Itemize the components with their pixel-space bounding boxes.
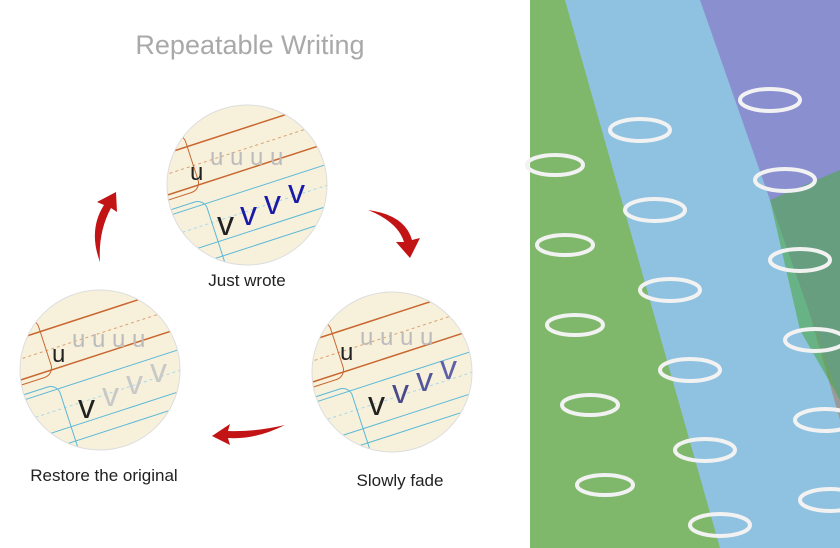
svg-text:v: v bbox=[416, 361, 433, 399]
svg-text:u u u u: u u u u bbox=[360, 324, 433, 351]
svg-text:v: v bbox=[150, 352, 167, 390]
svg-text:u: u bbox=[52, 341, 65, 368]
svg-text:v: v bbox=[217, 205, 234, 243]
stage-restore-circle: u u u u u v v v v bbox=[20, 290, 180, 450]
stage-label-just-wrote: Just wrote bbox=[208, 271, 286, 290]
svg-text:v: v bbox=[440, 349, 457, 387]
stage-label-slowly-fade: Slowly fade bbox=[356, 471, 444, 490]
svg-text:v: v bbox=[102, 376, 119, 414]
svg-text:v: v bbox=[264, 184, 281, 222]
svg-text:u: u bbox=[190, 159, 203, 186]
spiral-notebooks-photo bbox=[525, 0, 840, 548]
svg-text:v: v bbox=[78, 388, 95, 426]
svg-text:u: u bbox=[340, 339, 353, 366]
svg-text:v: v bbox=[392, 373, 409, 411]
svg-text:v: v bbox=[126, 364, 143, 402]
svg-text:u u u u: u u u u bbox=[210, 144, 283, 171]
page-title: Repeatable Writing bbox=[135, 30, 365, 60]
stage-slowly-fade-circle: u u u u u v v v v bbox=[312, 292, 472, 452]
svg-text:v: v bbox=[240, 195, 257, 233]
svg-text:v: v bbox=[288, 173, 305, 211]
svg-text:v: v bbox=[368, 385, 385, 423]
stage-label-restore: Restore the original bbox=[30, 466, 178, 485]
arrow-icon bbox=[94, 192, 420, 445]
svg-text:u u u u: u u u u bbox=[72, 326, 145, 353]
stage-just-wrote-circle: u u u u u v v v v bbox=[167, 105, 327, 265]
